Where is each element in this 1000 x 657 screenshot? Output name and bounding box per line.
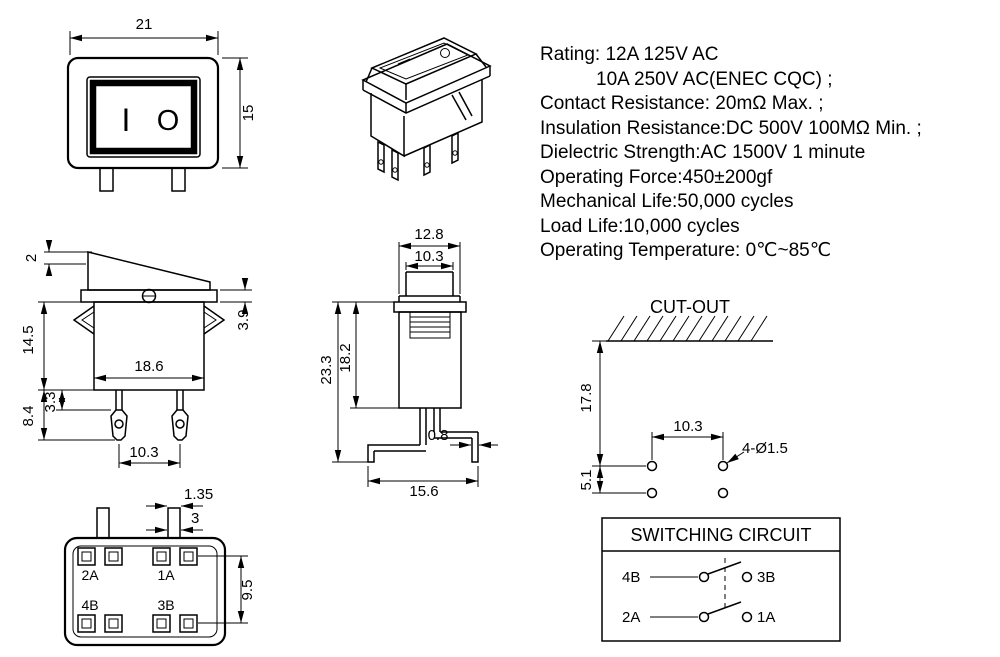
front-view: 21 I O 15 [66, 16, 257, 192]
spec-mechanical-life: Mechanical Life:50,000 cycles [540, 191, 793, 212]
rocker-outline [89, 79, 198, 155]
circuit-label-4b: 4B [622, 569, 640, 586]
contact [698, 611, 710, 623]
hole-size-label: 4-Ø1.5 [742, 440, 788, 457]
bottom-pin-left [96, 507, 110, 539]
body-height-dim2: 18.2 [337, 343, 354, 372]
circuit-label-2a: 2A [622, 609, 640, 626]
side-pin-left [110, 390, 128, 441]
spec-insulation-resistance: Insulation Resistance:DC 500V 100MΩ Min.… [540, 118, 922, 139]
pin-pitch-dim: 10.3 [129, 444, 158, 461]
contact [698, 571, 710, 583]
button-inner-dim: 10.3 [414, 248, 443, 265]
mounting-hole [717, 460, 729, 472]
spec-rating-2: 10A 250V AC(ENEC CQC) ; [596, 69, 833, 90]
body-height-dim: 14.5 [20, 325, 37, 354]
spec-rating: Rating: 12A 125V AC [540, 44, 719, 65]
contact [741, 611, 753, 623]
front-pin-right [171, 167, 186, 192]
bottom-pin-right [167, 507, 181, 539]
left-clip [72, 305, 95, 335]
spring-block [409, 311, 451, 339]
switch-body-outline [66, 56, 220, 170]
total-height-dim: 23.3 [318, 355, 335, 384]
circuit-label-3b: 3B [757, 569, 775, 586]
spec-operating-temperature: Operating Temperature: 0℃~85℃ [540, 240, 831, 261]
circuit-label-1a: 1A [757, 609, 775, 626]
terminal-label-3b: 3B [157, 597, 174, 613]
rocker-gap-dim: 2 [23, 254, 40, 262]
total-width-dim: 15.6 [409, 483, 438, 500]
bent-terminal-right [433, 408, 479, 463]
cutout-title: CUT-OUT [650, 297, 730, 317]
hole-pitch-dim: 10.3 [673, 418, 702, 435]
iso-off-mark [440, 48, 450, 58]
terminal-label-2a: 2A [81, 567, 99, 583]
terminal-thickness-dim: 0.8 [428, 427, 449, 444]
front-width-dim: 21 [136, 16, 153, 33]
switch-lever [707, 601, 742, 615]
switching-circuit: SWITCHING CIRCUIT 4B 3B 2A 1A [601, 517, 841, 642]
terminal-slots [77, 547, 198, 633]
right-clip [203, 305, 226, 335]
body-width-dim: 18.6 [134, 358, 163, 375]
circuit-box [601, 517, 841, 642]
terminal-label-4b: 4B [81, 597, 98, 613]
on-mark: I [122, 102, 131, 138]
pin-thickness-dim: 1.35 [184, 486, 213, 503]
flange-height-dim: 3.9 [235, 310, 252, 331]
sectional-view: 12.8 10.3 [318, 226, 498, 500]
spec-contact-resistance: Contact Resistance: 20mΩ Max. ; [540, 93, 823, 114]
bent-terminal-left [367, 408, 427, 463]
spec-dielectric-strength: Dielectric Strength:AC 1500V 1 minute [540, 142, 865, 163]
bottom-view: 1.35 3 2A 1A 4B 3B 9.5 [63, 486, 256, 647]
spec-load-life: Load Life:10,000 cycles [540, 216, 740, 237]
hatching [607, 315, 768, 342]
mounting-hole [646, 487, 658, 499]
contact [741, 571, 753, 583]
front-pin-left [99, 167, 114, 192]
cutout-depth-dim: 17.8 [578, 383, 595, 412]
mounting-clip [451, 94, 467, 121]
spec-operating-force: Operating Force:450±200gf [540, 167, 773, 188]
pin-neck-dim: 3.3 [42, 392, 59, 413]
spec-list: Rating: 12A 125V AC 10A 250V AC(ENEC CQC… [540, 44, 922, 261]
cutout-view: CUT-OUT 17.8 5.1 10.3 4-Ø1.5 [578, 297, 788, 499]
side-pin-right [171, 390, 189, 441]
mounting-hole [646, 460, 658, 472]
button-outer-dim: 12.8 [414, 226, 443, 243]
off-mark: O [157, 105, 180, 137]
row-gap-dim: 5.1 [578, 470, 595, 491]
front-height-dim: 15 [240, 105, 257, 122]
pin-width-dim: 3 [191, 510, 199, 527]
row-pitch-dim: 9.5 [239, 580, 256, 601]
terminal-label-1a: 1A [157, 567, 175, 583]
circuit-title: SWITCHING CIRCUIT [631, 525, 812, 545]
mounting-hole [717, 487, 729, 499]
pin-length-dim: 8.4 [20, 406, 37, 427]
rocker-side [87, 251, 211, 291]
side-view: 2 3.9 14.5 18.6 [20, 240, 252, 468]
iso-view [361, 37, 492, 182]
